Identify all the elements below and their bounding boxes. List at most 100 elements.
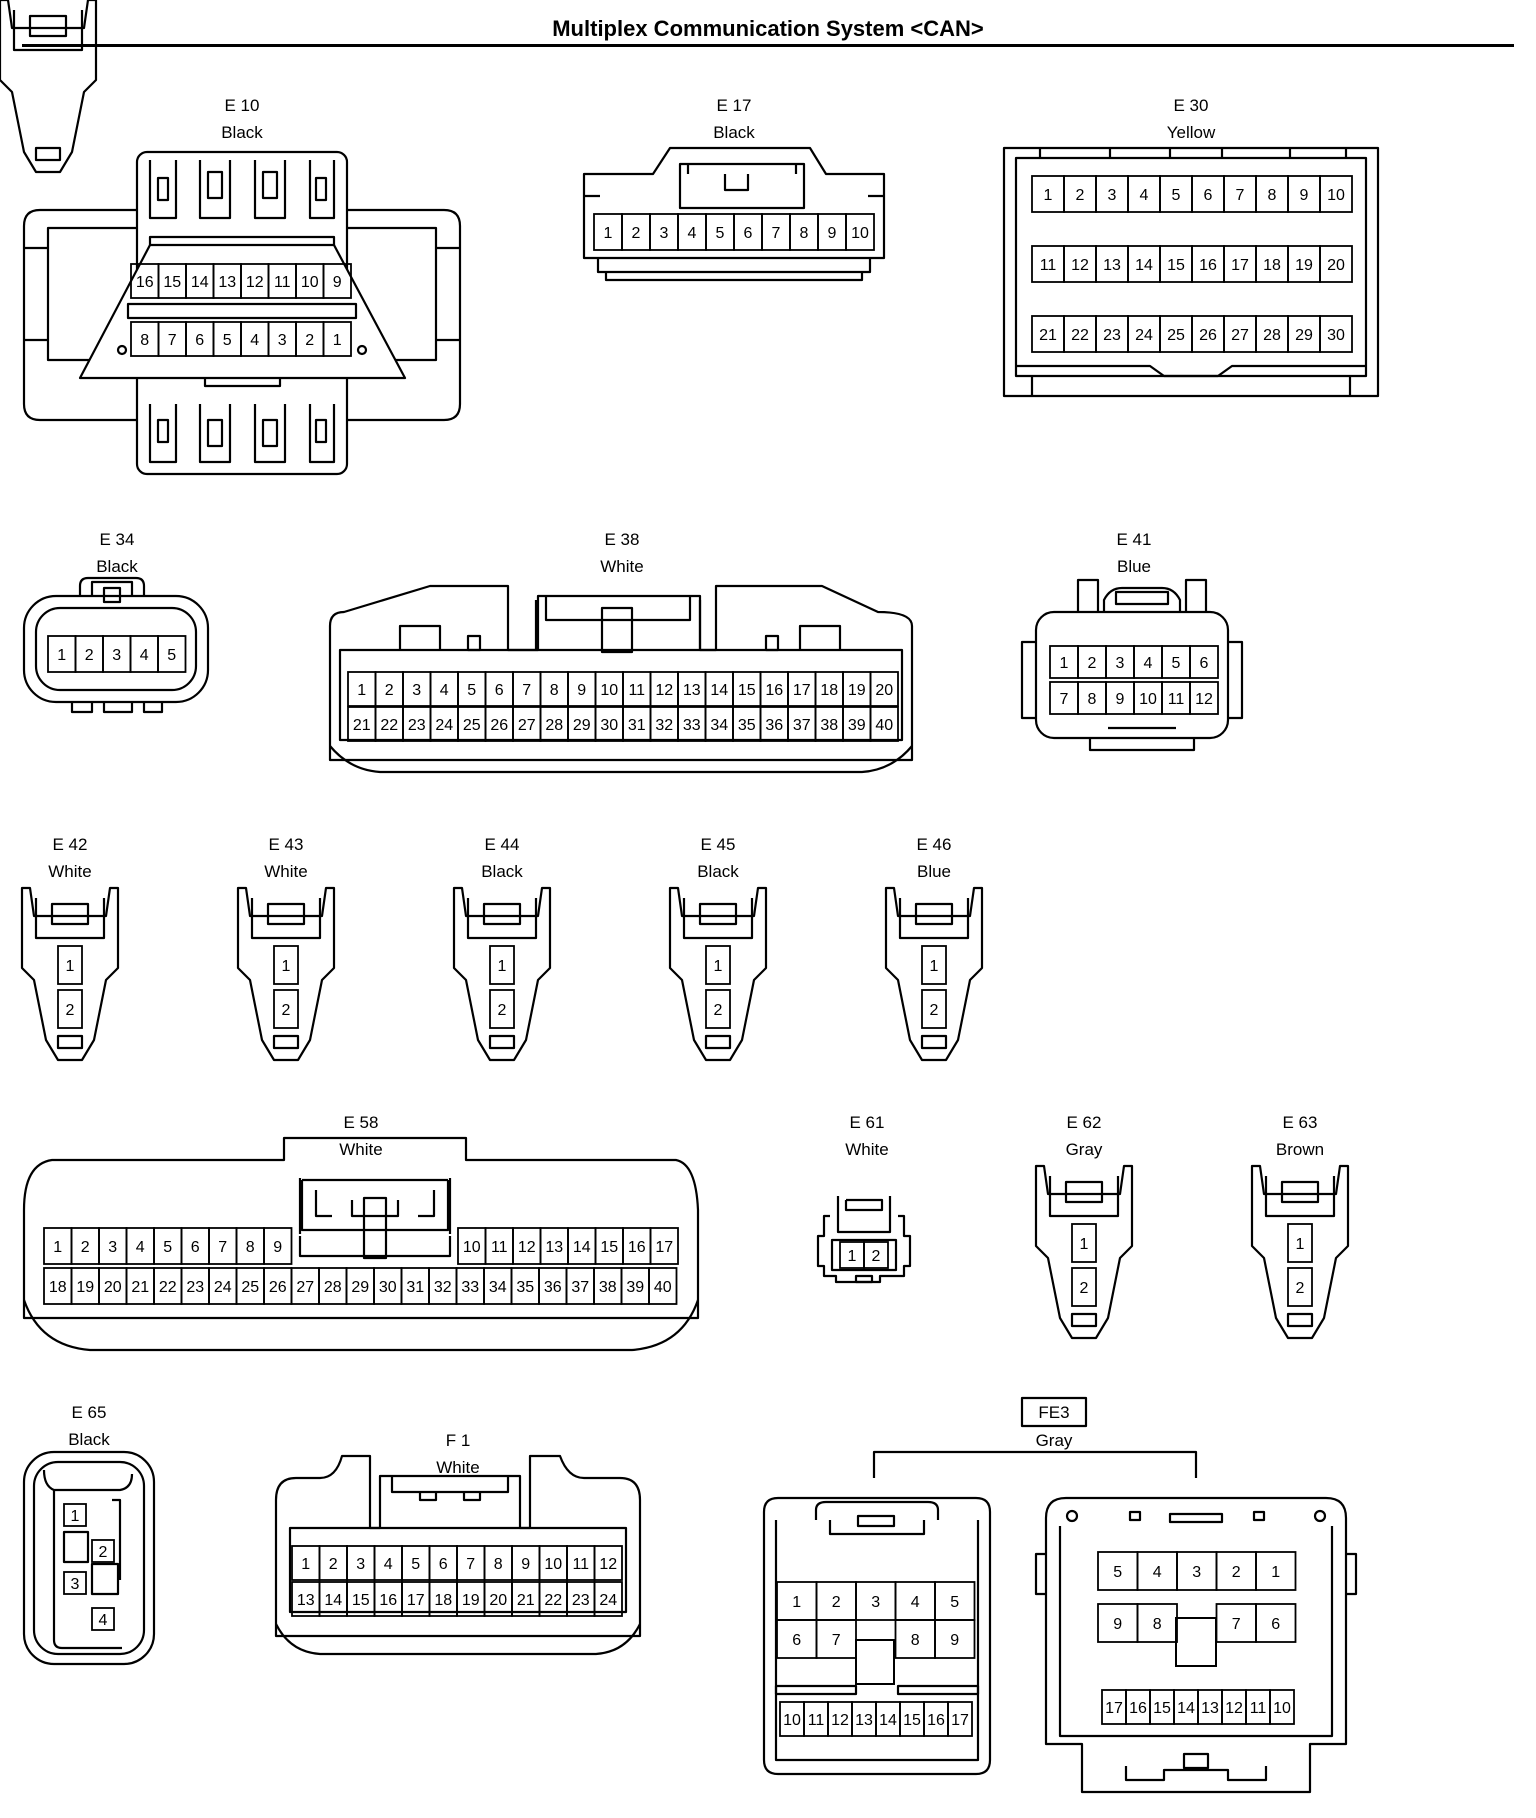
connector-e17-body (582, 146, 886, 282)
connector-color-fe3: Gray (1036, 1431, 1073, 1450)
pin-cell: 30 (594, 706, 624, 742)
pin-number: 9 (1300, 187, 1309, 204)
connector-code-e41: E 41 (1117, 530, 1152, 549)
pin-cell: 12 (512, 1227, 542, 1265)
pin-number: 16 (628, 1239, 646, 1256)
pin-cell: 5 (157, 635, 187, 673)
pin-box (57, 989, 83, 1029)
pin-cell: 15 (1149, 1689, 1175, 1725)
connector-e65-body (22, 1450, 156, 1666)
pin-number: 18 (434, 1592, 452, 1609)
pin-number: 8 (1088, 691, 1097, 708)
pin-cell: 2 (374, 671, 404, 707)
pin-number: 18 (1263, 257, 1281, 274)
pin-cell: 11 (622, 671, 652, 707)
pin-number: 2 (1076, 187, 1085, 204)
pin-number: 4 (1153, 1564, 1162, 1581)
pin-number: 37 (571, 1279, 589, 1296)
pin-number: 2 (85, 647, 94, 664)
pin-cell: 12 (1063, 245, 1097, 283)
pin-number: 2 (329, 1556, 338, 1573)
pin-cell: 31 (622, 706, 652, 742)
pin-cell: 29 (345, 1267, 375, 1305)
pin-box (273, 989, 299, 1029)
pin-cell: 2 (70, 1227, 100, 1265)
pin-number: 9 (521, 1556, 530, 1573)
pin-cell: 23 (180, 1267, 210, 1305)
pin-number: 29 (573, 717, 591, 734)
pin-cell: 2 (863, 1241, 889, 1269)
pin-cell: 12 (827, 1701, 853, 1737)
pin-number: 34 (489, 1279, 507, 1296)
pin-cell: 7 (512, 671, 542, 707)
pin-number: 4 (688, 225, 697, 242)
pin-cell: 35 (732, 706, 762, 742)
pin-number: 6 (1204, 187, 1213, 204)
pin-cell: 25 (457, 706, 487, 742)
pin-number: 28 (324, 1279, 342, 1296)
pin-cell: 10 (538, 1545, 568, 1581)
pin-box (322, 321, 352, 357)
pin-box (1287, 1223, 1313, 1263)
pin-cell: 25 (1159, 315, 1193, 353)
pin-box (947, 1701, 973, 1737)
pin-cell: 26 (1191, 315, 1225, 353)
pin-number: 24 (214, 1279, 232, 1296)
pin-number: 35 (738, 717, 756, 734)
pin-number: 17 (1105, 1700, 1123, 1717)
pin-cell: 29 (567, 706, 597, 742)
pin-cell: 6 (733, 213, 763, 251)
connector-code-e30: E 30 (1174, 96, 1209, 115)
connector-e61-body (816, 1196, 912, 1284)
pin-number: 11 (1250, 1700, 1267, 1717)
pin-cell: 6 (776, 1619, 818, 1659)
pin-cell: 2 (1215, 1551, 1257, 1591)
pin-number: 1 (848, 1248, 857, 1265)
pin-cell: 1 (57, 945, 83, 985)
pin-number: 7 (522, 682, 531, 699)
pin-number: 2 (1080, 1280, 1089, 1297)
pin-number: 12 (599, 1556, 617, 1573)
pin-cell: 3 (63, 1571, 87, 1595)
pin-number: 16 (379, 1592, 397, 1609)
pin-cell: 2 (57, 989, 83, 1029)
pin-number: 5 (1172, 655, 1181, 672)
pin-cell: 12 (1189, 681, 1219, 715)
connector-e10-body (22, 150, 462, 476)
pin-cell: 7 (1049, 681, 1079, 715)
pin-number: 8 (1268, 187, 1277, 204)
pin-cell: 6 (180, 1227, 210, 1265)
pin-number: 14 (1135, 257, 1153, 274)
pin-number: 10 (1273, 1700, 1291, 1717)
pin-number: 38 (820, 717, 838, 734)
pin-box (649, 1227, 679, 1265)
pin-cell: 10 (1133, 681, 1163, 715)
pin-cell: 1 (47, 635, 77, 673)
pin-box (863, 1241, 889, 1269)
pin-number: 13 (218, 274, 236, 291)
pin-number: 8 (550, 682, 559, 699)
pin-number: 1 (282, 958, 291, 975)
connector-code-e46: E 46 (917, 835, 952, 854)
connector-e58-body (22, 1136, 700, 1352)
pin-number: 1 (333, 332, 342, 349)
pin-cell: 7 (815, 1619, 857, 1659)
pin-number: 22 (1071, 327, 1089, 344)
pin-cell: 1 (489, 945, 515, 985)
pin-cell: 20 (869, 671, 899, 707)
pin-cell: 28 (1255, 315, 1289, 353)
pin-cell: 38 (593, 1267, 623, 1305)
pin-number: 12 (831, 1712, 849, 1729)
pin-number: 3 (412, 682, 421, 699)
pin-cell: 6 (1191, 175, 1225, 213)
pin-box (273, 945, 299, 985)
pin-cell: 20 (98, 1267, 128, 1305)
pin-box (1255, 1551, 1297, 1591)
two-pin-connectors (0, 0, 1350, 1340)
pin-cell: 11 (803, 1701, 829, 1737)
pin-number: 4 (136, 1239, 145, 1256)
pin-cell: 4 (125, 1227, 155, 1265)
pin-number: 38 (599, 1279, 617, 1296)
connector-code-e42: E 42 (53, 835, 88, 854)
